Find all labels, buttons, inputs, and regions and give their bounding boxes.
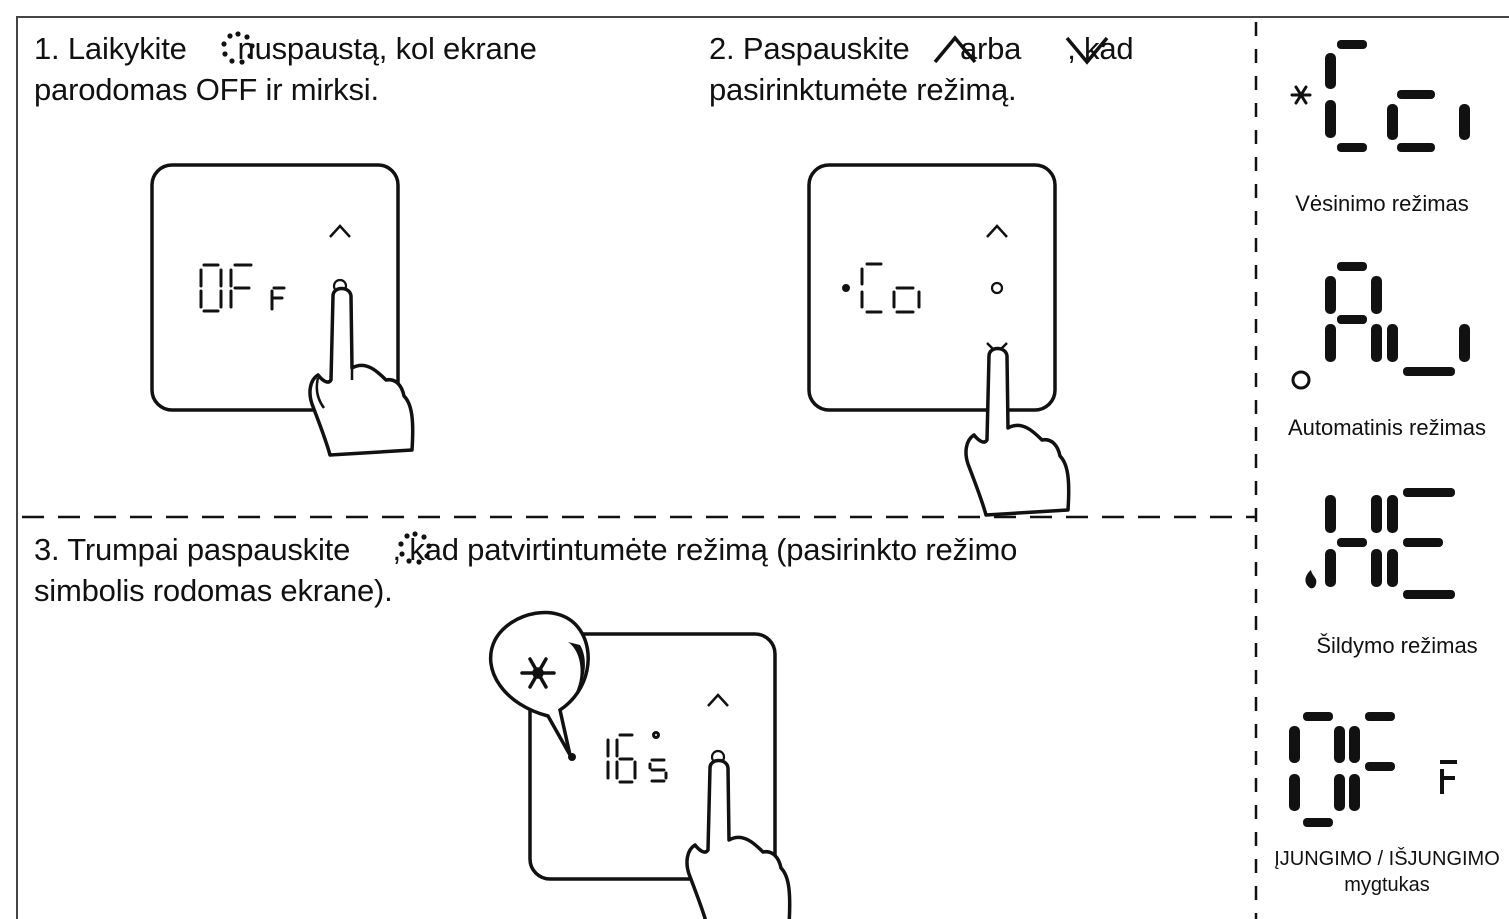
step3-text: 3. Trumpai paspauskite , kad patvirtintu… [34, 529, 1017, 611]
zoom-callout [488, 610, 590, 756]
step2-line2: pasirinktumėte režimą. [709, 72, 1017, 107]
pressing-hand [964, 346, 1071, 517]
mode-label-cooling: Vėsinimo režimas [1295, 191, 1469, 216]
mode-au-glyph [1291, 262, 1470, 390]
flame-icon [1305, 570, 1317, 589]
mode-off-glyph [1289, 712, 1457, 827]
pressing-hand [308, 286, 415, 457]
step1-line1a: 1. Laikykite [34, 31, 187, 66]
mode-co-glyph [1290, 40, 1470, 152]
chevron-up-icon [329, 224, 351, 238]
auto-icon [1291, 370, 1311, 390]
thermostat-device-step3 [488, 610, 792, 919]
step3-line1a: 3. Trumpai paspauskite [34, 532, 351, 567]
snowflake-icon [1290, 85, 1312, 105]
display-off [199, 263, 286, 313]
step1-line1b: nuspaustą, kol ekrane [237, 31, 537, 66]
step2-line1a: 2. Paspauskite [709, 31, 910, 66]
step1-line2: parodomas OFF ir mirksi. [34, 72, 379, 107]
mode-label-auto: Automatinis režimas [1287, 415, 1487, 440]
step3-line1b: , kad patvirtintumėte režimą (pasirinkto… [392, 532, 1018, 567]
chevron-up-icon [986, 224, 1008, 238]
snowflake-icon [520, 657, 556, 689]
outer-frame [16, 16, 1509, 919]
step2-line1b: , kad [1067, 31, 1134, 66]
mode-label-heating: Šildymo režimas [1316, 633, 1478, 658]
chevron-down-icon [1065, 36, 1109, 65]
power-label-line1: ĮJUNGIMO / IŠJUNGIMO [1274, 848, 1500, 870]
step2-line1-mid: arba [959, 31, 1022, 66]
mode-label-power: ĮJUNGIMO / IŠJUNGIMO mygtukas [1262, 846, 1509, 898]
power-button-icon [398, 531, 432, 565]
power-label-line2: mygtukas [1344, 874, 1430, 896]
step1-text: 1. Laikykite nuspaustą, kol ekrane parod… [34, 28, 537, 110]
pressing-hand [685, 758, 792, 919]
step3-line2: simbolis rodomas ekrane). [34, 573, 393, 608]
power-button [990, 281, 1004, 295]
step2-text: 2. Paspauskite arba , kad pasirinktumėte … [709, 28, 1134, 110]
mode-he-glyph [1305, 488, 1455, 599]
chevron-up-icon [933, 35, 977, 64]
thermostat-device-step2 [807, 163, 1071, 517]
display-temperature [568, 731, 668, 784]
display-co [842, 262, 921, 314]
thermostat-device-step1 [150, 163, 415, 457]
chevron-up-icon [707, 693, 729, 707]
power-button-icon [221, 31, 255, 65]
